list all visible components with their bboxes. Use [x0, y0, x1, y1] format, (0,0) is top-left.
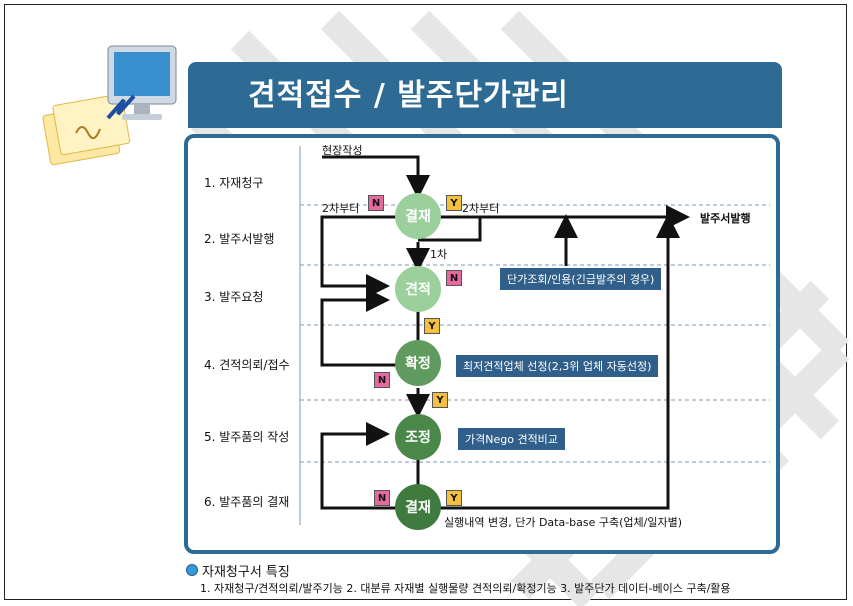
label-second-right: 2차부터 — [462, 202, 500, 215]
footer-title: 자재청구서 특징 — [202, 565, 290, 580]
node-estimate: 견적 — [395, 266, 441, 312]
badge-y-confirm: Y — [432, 392, 448, 408]
stage-label-1: 1. 자재청구 — [204, 176, 264, 190]
footer-bullet-icon — [186, 564, 198, 576]
badge-n-top: N — [368, 195, 384, 211]
stage-label-2: 2. 발주서발행 — [204, 232, 275, 246]
footer-items: 1. 자재청구/견적의뢰/발주기능 2. 대분류 자재별 실행물량 견적의뢰/확… — [200, 582, 731, 595]
node-confirm: 확정 — [395, 340, 441, 386]
node-adjust: 조정 — [395, 414, 441, 460]
label-second-left: 2차부터 — [322, 202, 360, 215]
label-bottom-note: 실행내역 변경, 단가 Data-base 구축(업체/일자별) — [444, 516, 683, 529]
flow-panel — [184, 134, 780, 554]
stage-label-5: 5. 발주품의 작성 — [204, 430, 290, 444]
page-title: 견적접수 / 발주단가관리 — [248, 78, 569, 113]
badge-n-bottom: N — [374, 490, 390, 506]
box-price-inquiry: 단가조회/인용(긴급발주의 경우) — [500, 268, 662, 290]
title-bar — [188, 62, 782, 128]
badge-y-estimate: Y — [424, 318, 440, 334]
node-approve-top: 결재 — [395, 193, 441, 239]
label-po-issue: 발주서발행 — [700, 212, 751, 225]
badge-y-bottom: Y — [446, 490, 462, 506]
box-lowest-bid: 최저견적업체 선정(2,3위 업체 자동선정) — [456, 355, 659, 377]
label-site-written: 현장작성 — [322, 144, 363, 157]
stage-label-3: 3. 발주요청 — [204, 290, 264, 304]
node-approve-bottom: 결재 — [395, 484, 441, 530]
box-nego: 가격Nego 견적비교 — [458, 428, 565, 450]
stage-label-6: 6. 발주품의 결재 — [204, 495, 290, 509]
computer-document-icon — [42, 45, 177, 166]
label-first: 1차 — [430, 248, 448, 261]
page-frame — [4, 4, 847, 600]
badge-n-estimate: N — [446, 270, 462, 286]
stage-label-4: 4. 견적의뢰/접수 — [204, 358, 290, 372]
badge-n-confirm: N — [374, 372, 390, 388]
badge-y-top: Y — [446, 195, 462, 211]
